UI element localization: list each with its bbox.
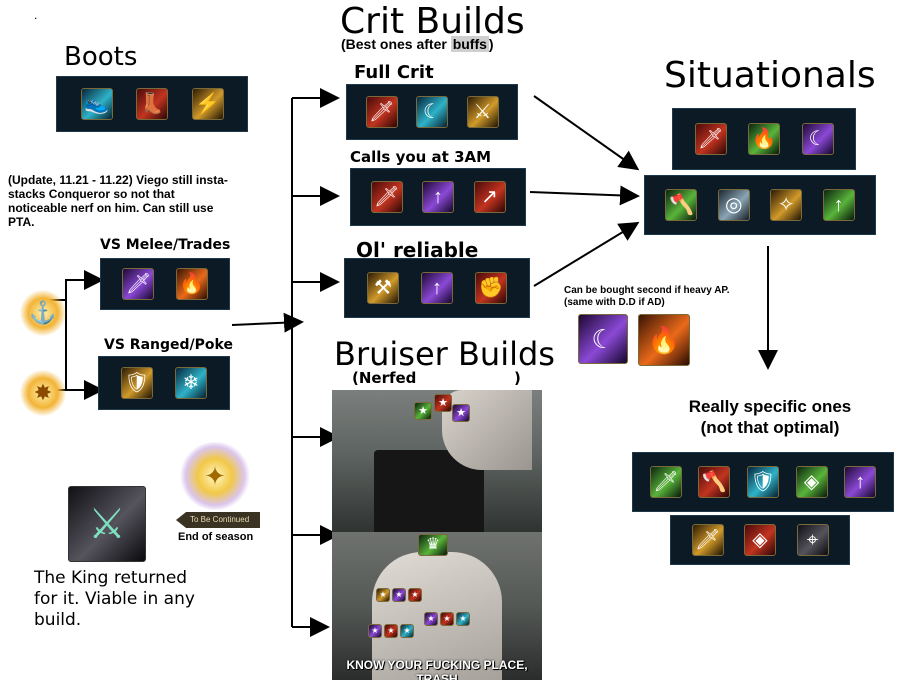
vs-melee-strip: 🗡 🔥 — [100, 258, 230, 310]
update-note: (Update, 11.21 - 11.22) Viego still inst… — [8, 173, 228, 229]
pta-rune-icon: ✸ — [20, 370, 66, 416]
specific-title: Really specific ones (not that optimal) — [640, 396, 900, 438]
corner-dot: . — [34, 8, 38, 22]
item-icon: ★ — [440, 612, 454, 626]
spear-icon: ↑ — [421, 272, 453, 304]
gun-icon: ⌖ — [796, 524, 829, 556]
bruiser-subtitle-open: (Nerfed — [352, 369, 417, 387]
calls-strip: 🗡 ↑ ↗ — [350, 168, 526, 226]
axe-icon: 🪓 — [698, 466, 731, 498]
reliable-label: Ol' reliable — [356, 238, 479, 262]
armor-icon: ◈ — [795, 466, 828, 498]
item-icon: ★ — [434, 394, 452, 412]
sword-icon: 🗡 — [649, 466, 682, 498]
subtitle-highlight: buffs — [450, 36, 489, 52]
specific-title-line2: (not that optimal) — [700, 418, 840, 437]
flame-icon: 🔥 — [638, 314, 690, 366]
boot-icon: 👢 — [136, 88, 168, 120]
cannon-icon: ◎ — [717, 189, 750, 221]
item-icon: ★ — [384, 624, 398, 638]
crit-builds-subtitle: (Best ones after buffs) — [341, 36, 494, 52]
spear-icon: ↑ — [422, 181, 454, 213]
item-icon: ★ — [452, 404, 470, 422]
spear-icon: ↑ — [822, 189, 855, 221]
vs-ranged-label: VS Ranged/Poke — [104, 337, 233, 353]
king-text: The King returned for it. Viable in any … — [34, 568, 195, 630]
sword-icon: 🗡 — [370, 181, 403, 213]
subtitle-suffix: ) — [488, 36, 494, 52]
conqueror-rune-icon: ⚓ — [20, 290, 66, 336]
tbc-label: To Be Continued — [190, 515, 250, 524]
item-icon: ★ — [414, 402, 432, 420]
item-icon: ★ — [400, 624, 414, 638]
vs-melee-label: VS Melee/Trades — [100, 237, 231, 253]
dagger-icon: 🗡 — [122, 268, 155, 300]
boot-icon: 👟 — [80, 88, 113, 120]
to-be-continued-badge: To Be Continued — [176, 512, 260, 528]
situationals-note: Can be bought second if heavy AP. (same … — [564, 285, 730, 308]
scythe-icon: ☾ — [578, 314, 628, 364]
scythe-icon: ☾ — [801, 123, 834, 155]
spear-icon: ↑ — [844, 466, 877, 498]
situationals-row2: 🪓 ◎ ✧ ↑ — [644, 175, 876, 235]
flame-icon: 🔥 — [175, 268, 208, 300]
shield-icon: 🛡 — [121, 367, 153, 399]
item-icon: ★ — [376, 588, 390, 602]
sword-icon: 🗡 — [691, 524, 724, 556]
calls-label: Calls you at 3AM — [350, 148, 492, 166]
meme-photo-bottom: ♛ ★ ★ ★ ★ ★ ★ ★ ★ ★ KNOW YOUR FUCKING PL… — [332, 532, 542, 680]
item-icon: ★ — [392, 588, 406, 602]
shield-icon: 🛡 — [746, 466, 779, 498]
wings-icon: ✧ — [770, 189, 803, 221]
specific-row2: 🗡 ◈ ⌖ — [670, 515, 850, 565]
flame-icon: 🔥 — [748, 123, 780, 155]
sparkle-icon: ✦ — [180, 442, 250, 510]
specific-title-line1: Really specific ones — [688, 397, 852, 416]
specific-row1: 🗡 🪓 🛡 ◈ ↑ — [632, 452, 894, 512]
situationals-title: Situationals — [664, 55, 876, 96]
boot-icon: ⚡ — [191, 88, 224, 120]
item-icon: ★ — [368, 624, 382, 638]
blade-of-ruined-king-icon: ⚔ — [68, 486, 146, 562]
full-crit-label: Full Crit — [354, 62, 434, 83]
boots-strip: 👟 👢 ⚡ — [56, 76, 248, 132]
bruiser-title: Bruiser Builds — [334, 335, 555, 373]
person-shape — [442, 390, 532, 470]
armor-icon: ◈ — [744, 524, 776, 556]
situationals-row1: 🗡 🔥 ☾ — [672, 108, 856, 170]
meme-caption: KNOW YOUR FUCKING PLACE, TRASH — [346, 658, 528, 680]
sword-icon: 🗡 — [365, 96, 398, 128]
item-icon: ★ — [408, 588, 422, 602]
crit-builds-title: Crit Builds — [340, 1, 525, 42]
crown-icon: ♛ — [418, 534, 448, 556]
reliable-strip: ⚒ ↑ ✊ — [344, 258, 530, 318]
blade-icon: ⚔ — [466, 96, 499, 128]
crystal-icon: ❄ — [175, 367, 207, 399]
vs-ranged-strip: 🛡 ❄ — [98, 356, 230, 410]
item-icon: ★ — [424, 612, 438, 626]
axe-icon: 🪓 — [665, 189, 698, 221]
full-crit-strip: 🗡 ☾ ⚔ — [346, 84, 518, 140]
meme-photo-top: ★ ★ ★ — [332, 390, 542, 532]
end-of-season-label: End of season — [178, 531, 254, 543]
item-icon: ★ — [456, 612, 470, 626]
gauntlet-icon: ✊ — [475, 272, 507, 304]
hammer-icon: ⚒ — [367, 272, 399, 304]
bruiser-subtitle-close: ) — [514, 369, 521, 387]
lance-icon: ↗ — [473, 181, 506, 213]
subtitle-prefix: (Best ones after — [341, 36, 451, 52]
sword-icon: 🗡 — [694, 123, 727, 155]
boots-title: Boots — [64, 42, 138, 72]
scythe-icon: ☾ — [416, 96, 448, 128]
